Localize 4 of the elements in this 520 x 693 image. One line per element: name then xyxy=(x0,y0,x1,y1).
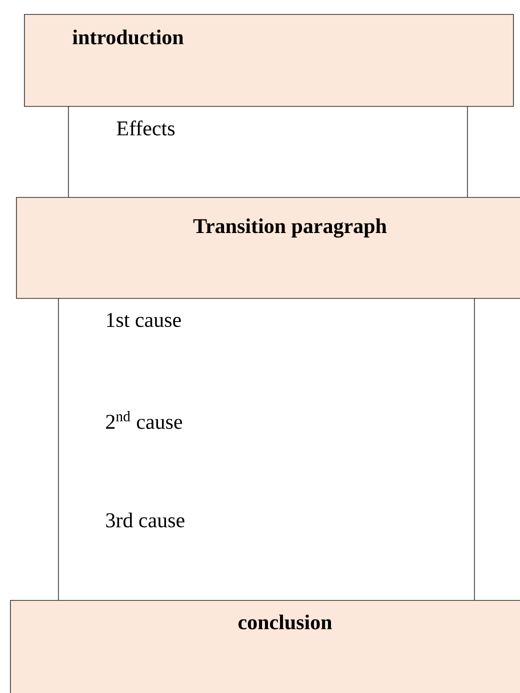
section-box: Effects xyxy=(68,106,468,198)
section-box: introduction xyxy=(24,14,514,107)
section-box: Transition paragraph xyxy=(16,197,520,299)
section-box: conclusion xyxy=(10,600,520,693)
